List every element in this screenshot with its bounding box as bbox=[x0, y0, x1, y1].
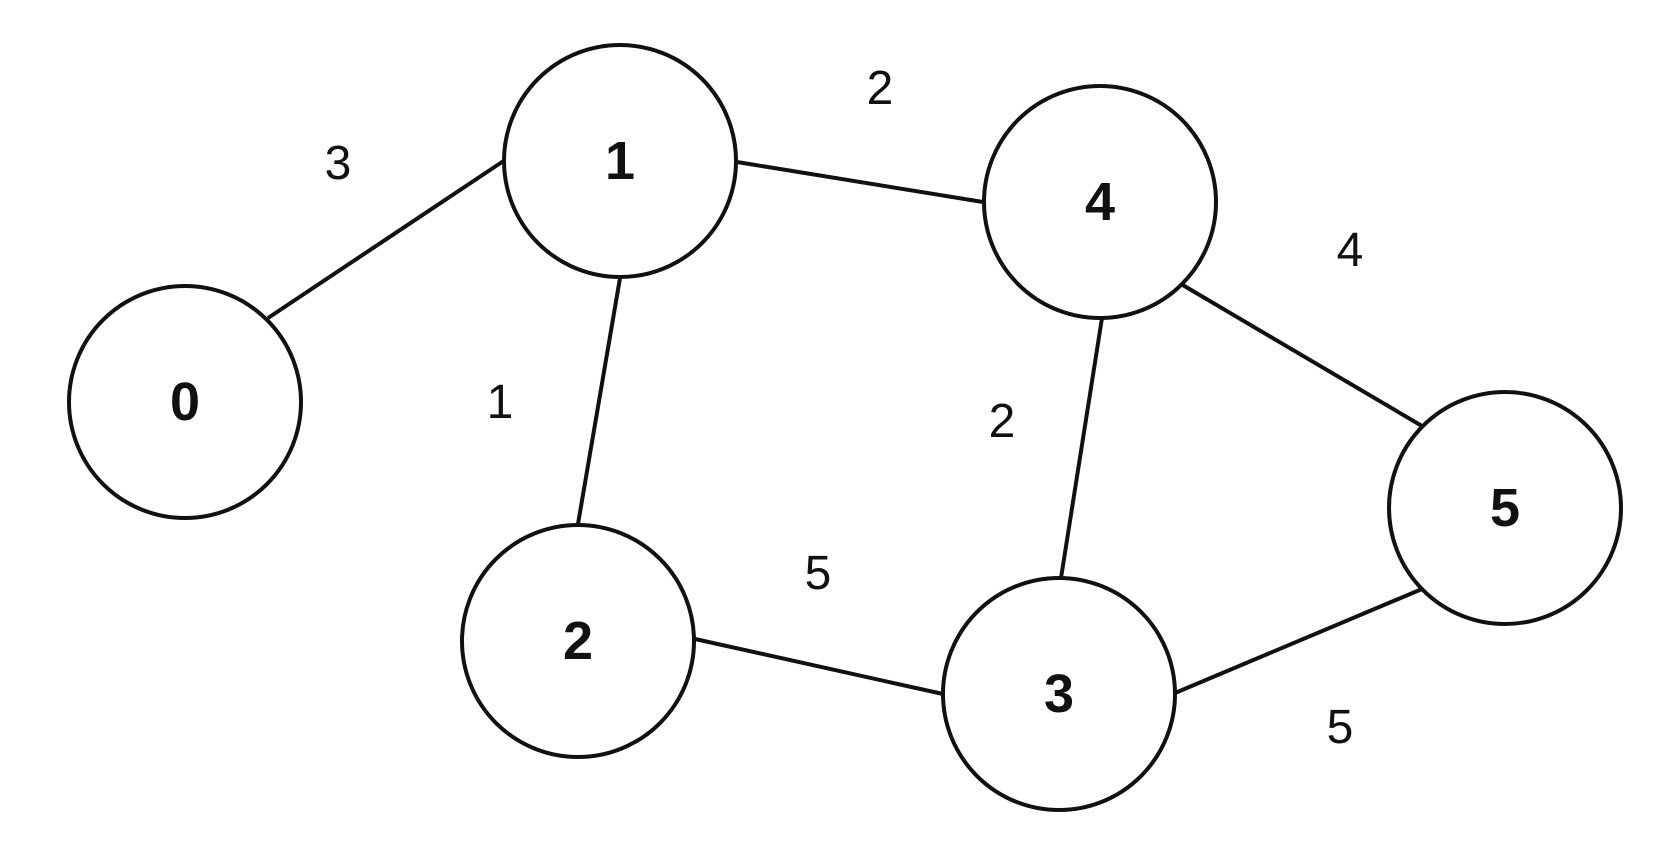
node-label-5: 5 bbox=[1490, 478, 1520, 538]
edges bbox=[266, 158, 1424, 696]
edge-4-5 bbox=[1179, 282, 1424, 428]
edge-weight-2-3: 5 bbox=[805, 547, 832, 600]
edge-weights: 3 2 1 2 4 5 5 bbox=[325, 62, 1364, 754]
node-circle-5 bbox=[1387, 390, 1623, 626]
edge-weight-1-4: 2 bbox=[867, 62, 894, 115]
edge-2-3 bbox=[694, 637, 944, 696]
node-label-1: 1 bbox=[605, 131, 635, 191]
node-label-4: 4 bbox=[1085, 172, 1115, 232]
edge-1-4 bbox=[736, 160, 984, 204]
node-circle-1 bbox=[502, 43, 738, 279]
node-circle-2 bbox=[460, 523, 696, 759]
node-2: 2 bbox=[460, 523, 696, 759]
node-label-0: 0 bbox=[170, 372, 200, 432]
node-label-3: 3 bbox=[1044, 664, 1074, 724]
node-circle-4 bbox=[982, 84, 1218, 320]
edge-weight-1-2: 1 bbox=[487, 376, 514, 429]
edge-0-1 bbox=[266, 158, 507, 320]
node-5: 5 bbox=[1387, 390, 1623, 626]
node-label-2: 2 bbox=[563, 611, 593, 671]
node-4: 4 bbox=[982, 84, 1218, 320]
node-circle-0 bbox=[67, 284, 303, 520]
edge-weight-0-1: 3 bbox=[325, 137, 352, 190]
node-circle-3 bbox=[941, 576, 1177, 812]
node-1: 1 bbox=[502, 43, 738, 279]
edge-4-3 bbox=[1059, 317, 1104, 579]
edge-1-2 bbox=[576, 277, 622, 525]
node-0: 0 bbox=[67, 284, 303, 520]
edge-weight-3-5: 5 bbox=[1327, 701, 1354, 754]
edge-weight-4-3: 2 bbox=[989, 395, 1016, 448]
edge-weight-4-5: 4 bbox=[1337, 224, 1364, 277]
nodes: 0 1 2 3 4 5 bbox=[67, 43, 1623, 812]
node-3: 3 bbox=[941, 576, 1177, 812]
edge-3-5 bbox=[1174, 587, 1423, 695]
